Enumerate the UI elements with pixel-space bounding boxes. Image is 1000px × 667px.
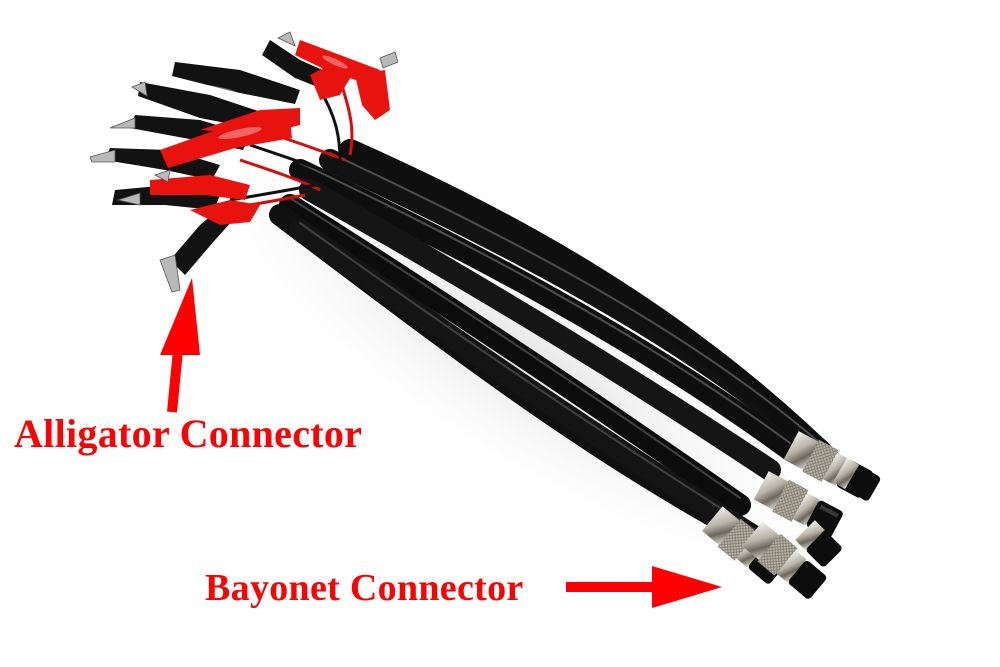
alligator-connector-label: Alligator Connector xyxy=(14,411,363,456)
alligator-arrow xyxy=(160,278,200,413)
bayonet-connector-label: Bayonet Connector xyxy=(205,567,524,609)
bayonet-arrow xyxy=(566,566,722,608)
alligator-clips xyxy=(89,31,399,293)
cable-bundle xyxy=(269,139,851,551)
bayonet-connectors xyxy=(702,431,881,599)
